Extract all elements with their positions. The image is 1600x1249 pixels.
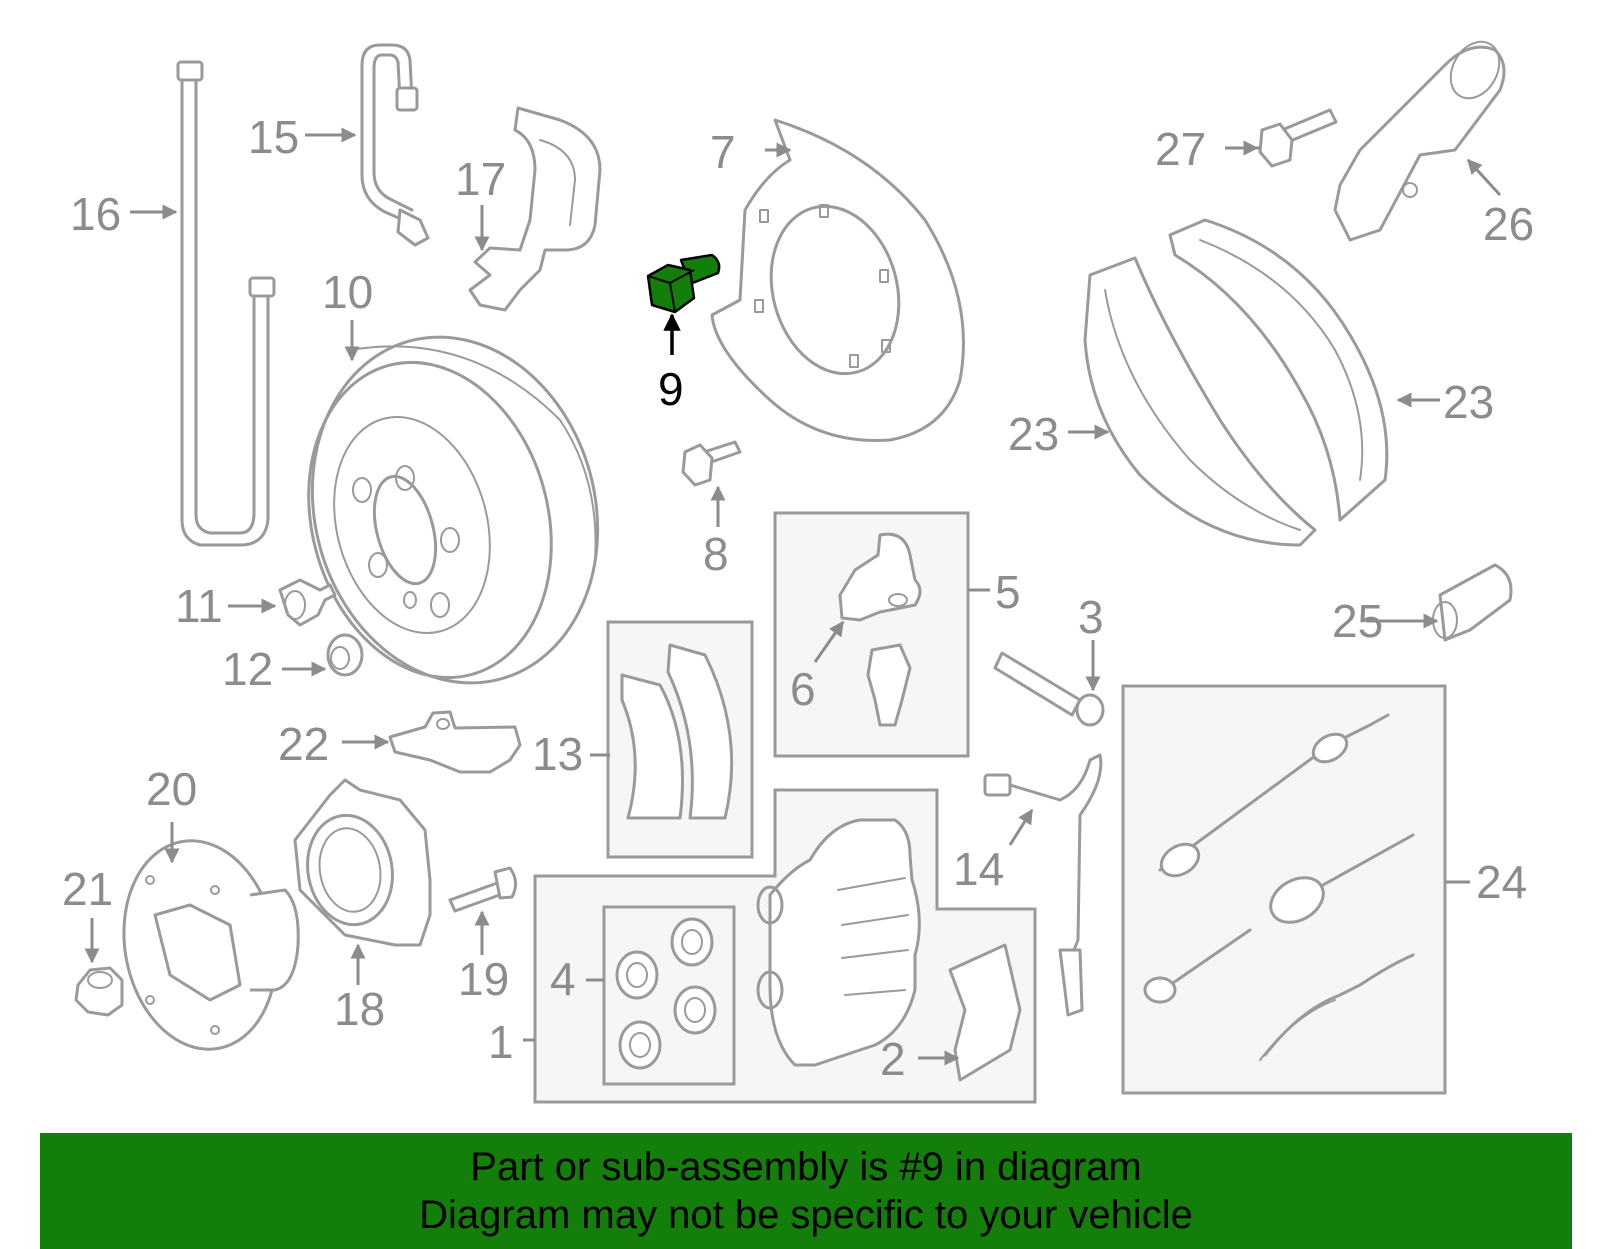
clip-2 bbox=[948, 943, 1022, 1082]
brake-hose-16 bbox=[176, 60, 276, 547]
hardware-kit-24 bbox=[1143, 713, 1415, 1061]
bearing-18 bbox=[293, 778, 432, 947]
sensor-25 bbox=[1432, 563, 1513, 642]
bolt-3 bbox=[993, 651, 1105, 727]
callout-20: 20 bbox=[146, 763, 197, 815]
callout-10: 10 bbox=[322, 266, 373, 318]
callout-3: 3 bbox=[1078, 591, 1104, 643]
callout-23-left: 23 bbox=[1008, 408, 1059, 460]
bolt-19 bbox=[448, 866, 517, 913]
actuator-26 bbox=[1333, 40, 1506, 242]
brake-pads-13 bbox=[620, 643, 734, 820]
bracket-22 bbox=[388, 710, 522, 774]
callout-21: 21 bbox=[62, 863, 113, 915]
info-banner: Part or sub-assembly is #9 in diagram Di… bbox=[40, 1133, 1572, 1249]
nut-21 bbox=[74, 966, 124, 1017]
callout-labels: 16 15 17 10 9 7 8 11 12 22 13 5 6 3 14 2… bbox=[62, 111, 1534, 1085]
bolt-8 bbox=[681, 440, 742, 487]
callout-13: 13 bbox=[532, 728, 583, 780]
banner-line-1: Part or sub-assembly is #9 in diagram bbox=[470, 1145, 1142, 1189]
banner-line-2: Diagram may not be specific to your vehi… bbox=[419, 1193, 1193, 1237]
callout-9: 9 bbox=[658, 363, 684, 415]
callout-23-right: 23 bbox=[1443, 376, 1494, 428]
callout-18: 18 bbox=[334, 983, 385, 1035]
callout-5: 5 bbox=[995, 566, 1021, 618]
box-guide-5 bbox=[773, 511, 970, 758]
brake-shoes-23 bbox=[1083, 218, 1389, 547]
brake-line-15 bbox=[360, 43, 430, 247]
seals-4 bbox=[615, 917, 717, 1070]
callout-2: 2 bbox=[880, 1033, 906, 1085]
callout-14: 14 bbox=[953, 843, 1004, 895]
callout-1: 1 bbox=[488, 1016, 514, 1068]
callout-11: 11 bbox=[175, 580, 223, 632]
guide-6 bbox=[838, 532, 922, 727]
bracket-17 bbox=[468, 106, 602, 312]
callout-24: 24 bbox=[1476, 856, 1527, 908]
callout-26: 26 bbox=[1483, 198, 1534, 250]
bolt-9-highlighted[interactable] bbox=[646, 253, 721, 314]
callout-6: 6 bbox=[790, 663, 816, 715]
callout-22: 22 bbox=[278, 718, 329, 770]
callout-27: 27 bbox=[1155, 123, 1206, 175]
bolt-27 bbox=[1258, 108, 1338, 168]
callout-12: 12 bbox=[222, 643, 273, 695]
callout-16: 16 bbox=[70, 188, 121, 240]
callout-19: 19 bbox=[458, 953, 509, 1005]
hub-20 bbox=[122, 839, 300, 1051]
callout-7: 7 bbox=[710, 126, 736, 178]
wear-sensor-14 bbox=[983, 753, 1103, 1017]
callout-15: 15 bbox=[248, 111, 299, 163]
callout-25: 25 bbox=[1332, 595, 1383, 647]
callout-8: 8 bbox=[703, 528, 729, 580]
splash-shield-7 bbox=[710, 118, 965, 442]
plug-12 bbox=[326, 633, 364, 677]
callout-4: 4 bbox=[550, 953, 576, 1005]
brake-rotor-10 bbox=[307, 335, 600, 685]
leader-lines bbox=[84, 127, 1502, 1066]
callout-17: 17 bbox=[455, 153, 506, 205]
caliper-1 bbox=[756, 818, 921, 1067]
bolt-11 bbox=[278, 578, 337, 627]
